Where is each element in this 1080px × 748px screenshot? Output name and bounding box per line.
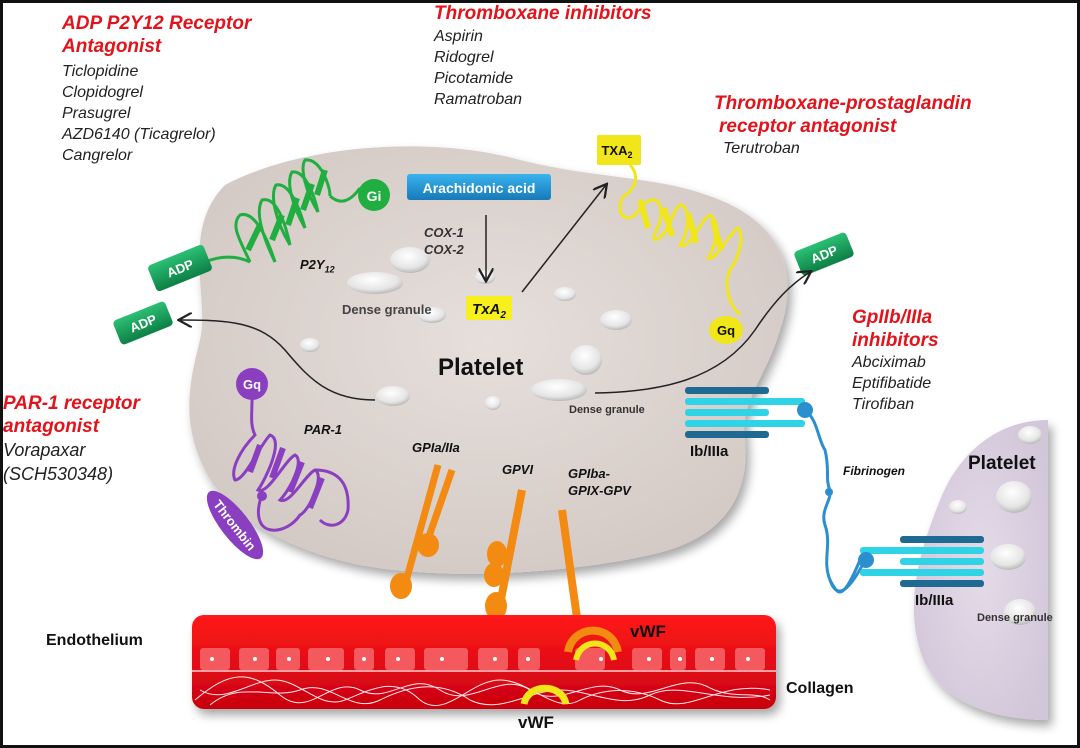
- dense-granule-label-second: Dense granule: [977, 612, 1053, 624]
- fibrinogen-label: Fibrinogen: [843, 464, 905, 478]
- adp-box-released-right: ADP: [794, 232, 854, 276]
- tp-receptor-antagonist-group: Thromboxane-prostaglandin receptor antag…: [714, 92, 972, 159]
- platelet-main-label: Platelet: [438, 354, 524, 381]
- collagen-fibers: [194, 676, 771, 707]
- adp-release-arrow-right: [594, 272, 810, 394]
- cox-labels: COX-1 COX-2: [424, 224, 464, 258]
- drug-item: Vorapaxar: [3, 440, 86, 460]
- txa2-release-arrow: [521, 185, 606, 293]
- p2y12-drug-list: Ticlopidine Clopidogrel Prasugrel AZD614…: [62, 61, 251, 166]
- vwf-arc-upper-yellow: [573, 640, 617, 661]
- arachidonic-acid-label: Arachidonic acid: [423, 180, 536, 196]
- gpvi-label: GPVI: [502, 462, 534, 477]
- thromboxane-inhibitors-group: Thromboxane inhibitors Aspirin Ridogrel …: [434, 2, 651, 110]
- vwf-arc-upper-orange: [564, 626, 622, 654]
- tp-receptor-antagonist-title: Thromboxane-prostaglandin: [714, 93, 972, 114]
- drug-item: Abciximab: [852, 354, 926, 371]
- vwf-arc-lower: [520, 684, 570, 706]
- drug-item: Tirofiban: [852, 396, 915, 413]
- par1-receptor: [232, 399, 350, 532]
- thromboxane-inhibitors-title: Thromboxane inhibitors: [434, 3, 652, 24]
- gq-tp-label: Gq: [717, 323, 735, 338]
- drug-item: Clopidogrel: [62, 84, 143, 101]
- par1-label: PAR-1: [304, 422, 343, 437]
- txa2-outer-label: TXA2: [601, 143, 632, 160]
- p2y12-label: P2Y12: [300, 257, 335, 275]
- dense-granule-label-top: Dense granule: [342, 302, 432, 317]
- par1-antagonist-title-line2: antagonist: [3, 416, 100, 437]
- p2y12-receptor: [204, 158, 362, 264]
- drug-item: (SCH530348): [3, 464, 114, 484]
- gp2b3a-inhibitors-title: GpIIb/IIIa: [852, 307, 933, 328]
- gq-protein-par: [236, 368, 268, 400]
- gp1b-label-line1: GPIba-: [568, 466, 610, 481]
- tp-receptor-drug-list: Terutroban: [714, 138, 972, 159]
- tp-receptor: [618, 163, 743, 317]
- vwf-label-lower: vWF: [518, 713, 554, 732]
- cox1-label: COX-1: [424, 225, 464, 240]
- txa2-inner-box: [466, 296, 512, 320]
- tp-receptor-antagonist-title-line2: receptor antagonist: [719, 116, 897, 137]
- vwf-label-upper: vWF: [630, 622, 666, 641]
- p2y12-antagonist-title-line2: Antagonist: [62, 36, 162, 57]
- txa2-inner-label: TxA2: [472, 301, 506, 321]
- gq-protein-tp: [709, 316, 743, 344]
- endothelial-cells: [200, 648, 765, 670]
- par1-drug-list: Vorapaxar (SCH530348): [3, 438, 140, 486]
- gp1b-label: GPIba- GPIX-GPV: [568, 465, 631, 499]
- drug-item: Ticlopidine: [62, 63, 139, 80]
- gp1b-receptor: [558, 509, 582, 626]
- gq-par-label: Gq: [243, 377, 261, 392]
- drug-item: Aspirin: [434, 28, 483, 45]
- fibrinogen-strand-end: [828, 559, 867, 593]
- par1-antagonist-title: PAR-1 receptor: [3, 393, 140, 414]
- gi-protein: [358, 179, 390, 211]
- endothelium-label: Endothelium: [46, 632, 143, 649]
- gpvi-receptor: [484, 489, 526, 620]
- dense-granule-label-middle: Dense granule: [569, 404, 645, 416]
- adp-release-arrow-left: [180, 320, 376, 401]
- gp1b-label-line2: GPIX-GPV: [568, 483, 631, 498]
- txa2-outer-box: [597, 135, 641, 165]
- gi-label: Gi: [367, 188, 382, 204]
- gp1a2a-receptor: [390, 464, 456, 599]
- thromboxane-drug-list: Aspirin Ridogrel Picotamide Ramatroban: [434, 26, 651, 110]
- platelet-main-body: [189, 146, 788, 574]
- drug-item: Ridogrel: [434, 49, 494, 66]
- fibrinogen-node: [825, 488, 833, 496]
- gp2b3a-inhibitors-group: GpIIb/IIIa inhibitors Abciximab Eptifiba…: [852, 306, 939, 415]
- drug-item: Ramatroban: [434, 91, 523, 108]
- drug-item: AZD6140 (Ticagrelor): [62, 126, 216, 143]
- par1-antagonist-group: PAR-1 receptor antagonist Vorapaxar (SCH…: [3, 392, 140, 486]
- ib3a-label-main: Ib/IIIa: [690, 443, 729, 460]
- arachidonic-acid-box: [407, 174, 551, 200]
- integrin-ib3a-second: [858, 536, 984, 587]
- fibrinogen-strand: [803, 408, 862, 594]
- p2y12-antagonist-group: ADP P2Y12 Receptor Antagonist Ticlopidin…: [62, 12, 251, 166]
- collagen-label: Collagen: [786, 680, 854, 697]
- drug-item: Cangrelor: [62, 147, 133, 164]
- gp1a2a-label: GPIa/IIa: [412, 440, 460, 455]
- integrin-ib3a-main: [685, 387, 813, 438]
- drug-item: Terutroban: [723, 140, 800, 157]
- drug-item: Prasugrel: [62, 105, 131, 122]
- dense-granules-second: [949, 426, 1042, 625]
- adp-box-p2y12: ADP: [148, 244, 212, 292]
- par1-cleavage-site: [257, 491, 267, 501]
- platelet-second-label: Platelet: [968, 453, 1036, 474]
- adp-box-released-left: ADP: [113, 301, 173, 345]
- drug-item: Picotamide: [434, 70, 514, 87]
- cox2-label: COX-2: [424, 242, 464, 257]
- gp2b3a-drug-list: Abciximab Eptifibatide Tirofiban: [852, 352, 939, 415]
- gp2b3a-inhibitors-title-line2: inhibitors: [852, 330, 939, 351]
- p2y12-antagonist-title: ADP P2Y12 Receptor: [62, 13, 252, 34]
- ib3a-label-second: Ib/IIIa: [915, 592, 954, 609]
- drug-item: Eptifibatide: [852, 375, 932, 392]
